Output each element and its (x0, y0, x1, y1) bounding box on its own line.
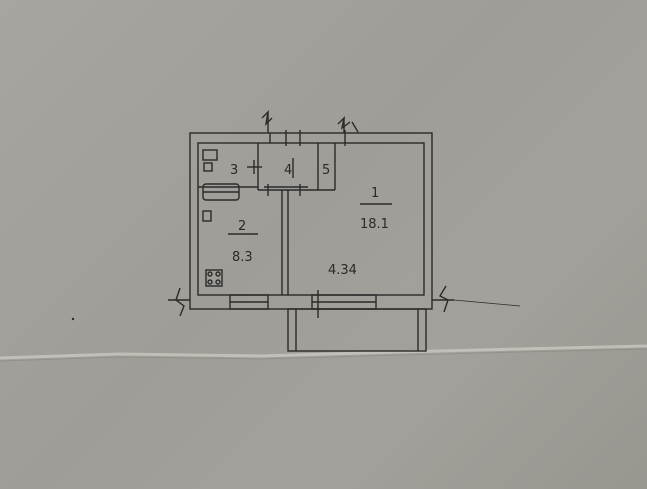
room-2-area: 8.3 (232, 250, 253, 265)
outer-wall (189, 132, 433, 310)
balcony-outline (287, 308, 427, 352)
room-2-number: 2 (238, 219, 246, 234)
inner-wall (197, 142, 425, 296)
room-4-number: 4 (284, 163, 292, 178)
room-1-area: 18.1 (360, 217, 389, 232)
walls (168, 109, 521, 352)
room-5-number: 5 (322, 163, 330, 178)
balcony-dimension: 4.34 (328, 263, 357, 278)
room-1-number: 1 (371, 186, 379, 201)
paper-fold (0, 344, 647, 360)
stray-dot (71, 317, 75, 321)
room-3-number: 3 (230, 163, 238, 178)
